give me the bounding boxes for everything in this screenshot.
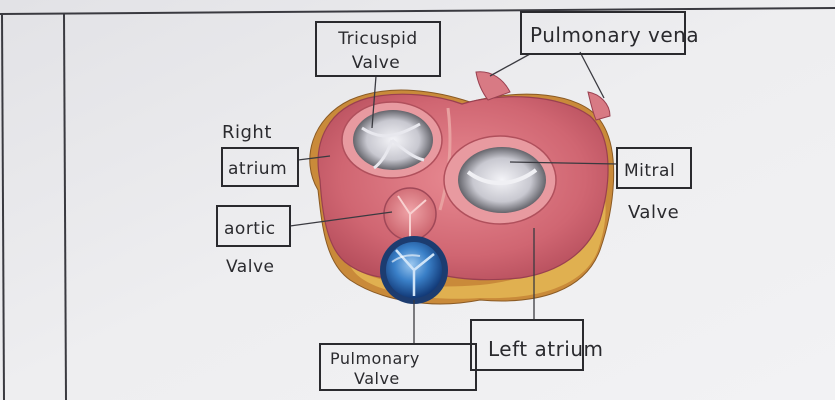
tricuspid-label-line2: Valve [352, 53, 400, 73]
right-atrium-label-line1: Right [222, 122, 272, 143]
left-atrium-label: Left atrium [488, 337, 604, 361]
aortic-label-line1: aortic [224, 219, 276, 239]
right-atrium-label-line2: atrium [228, 159, 287, 179]
pulmonary-valve-label-line2: Valve [354, 369, 400, 388]
heart-illustration [310, 72, 614, 304]
tricuspid-label-line1: Tricuspid [337, 29, 417, 49]
aortic-label-line2: Valve [226, 257, 274, 277]
pulmonary-vein-label: Pulmonary vena [530, 23, 699, 47]
mitral-label-line2: Valve [628, 202, 679, 223]
mitral-label-line1: Mitral [624, 161, 675, 181]
pulmonary-valve-label-line1: Pulmonary [330, 349, 420, 368]
